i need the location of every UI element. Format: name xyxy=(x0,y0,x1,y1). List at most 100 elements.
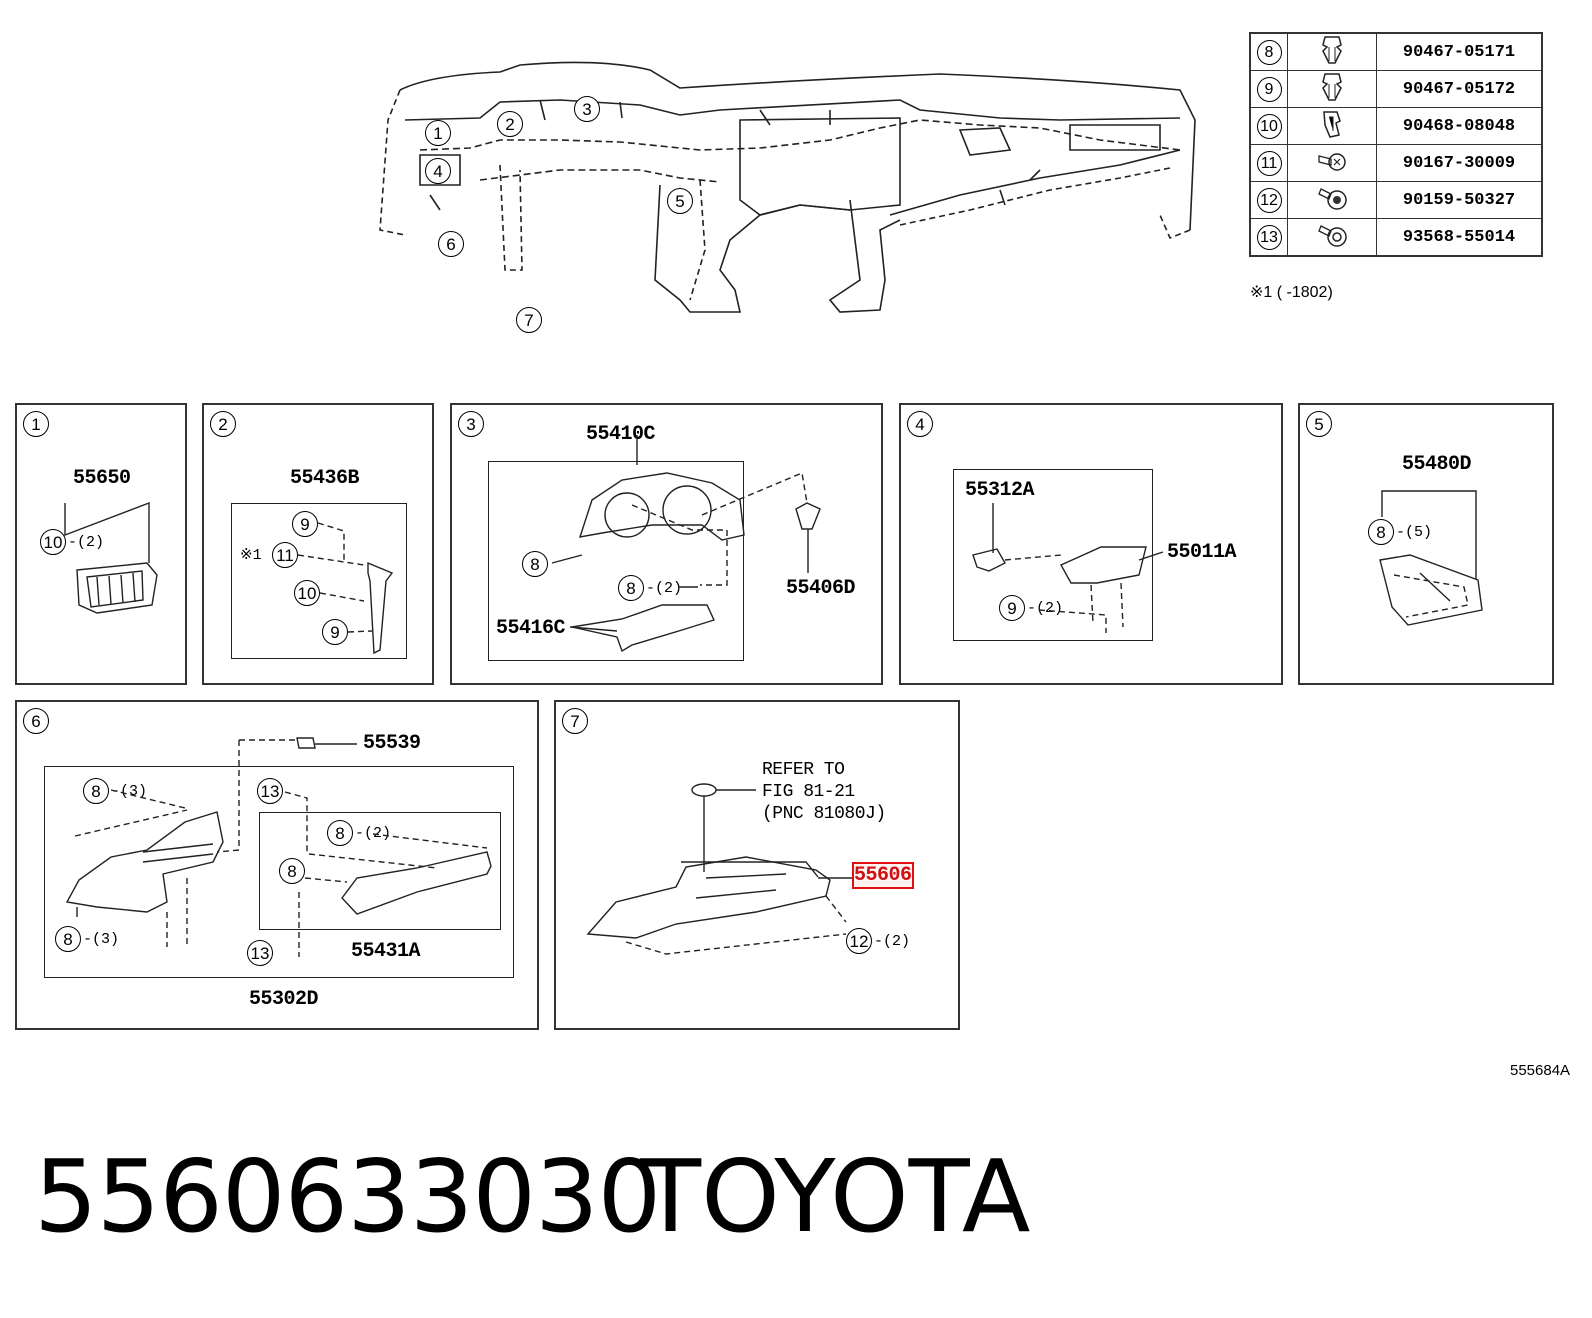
push-clip-icon xyxy=(1322,72,1342,101)
qty: -(3) xyxy=(111,782,148,800)
clip-number: 8 xyxy=(55,926,81,952)
panel-number: 6 xyxy=(23,708,49,734)
panel-1: 1 55650 10 -(2) xyxy=(15,403,187,685)
qty: -(3) xyxy=(83,930,120,948)
clip-number: 12 xyxy=(846,928,872,954)
panel-7: 7 REFER TO FIG 81-21 (PNC 81080J) 55606 … xyxy=(554,700,960,1030)
applicability-note: ※1 ( -1802) xyxy=(1250,284,1333,301)
callout-8[interactable]: 8 xyxy=(522,551,548,577)
table-row: 11 90167-30009 xyxy=(1249,144,1543,182)
bolt-icon xyxy=(1318,187,1347,210)
brand-heading: TOYOTA xyxy=(640,1138,1031,1255)
qty: -(2) xyxy=(1027,599,1064,617)
panel-number: 2 xyxy=(210,411,236,437)
panel-number: 1 xyxy=(23,411,49,437)
panel-4: 4 55312A 55011A 9 -(2) xyxy=(899,403,1283,685)
callout-9[interactable]: 9 xyxy=(292,511,318,537)
illustration-code: 555684A xyxy=(1510,1062,1571,1079)
panel-6: 6 55539 8 -(3) 13 8 -(2) 8 8 -(3) 13 554… xyxy=(15,700,539,1030)
fastener-num[interactable]: 12 xyxy=(1256,187,1282,213)
panel-number: 7 xyxy=(562,708,588,734)
clip-number: 8 xyxy=(618,575,644,601)
refer-line-2: FIG 81-21 xyxy=(762,782,855,802)
overview-callout-7[interactable]: 7 xyxy=(516,307,542,333)
fastener-part-number[interactable]: 93568-55014 xyxy=(1376,218,1543,257)
overview-callout-3[interactable]: 3 xyxy=(574,96,600,122)
assembly-box xyxy=(488,461,744,661)
panel-5: 5 55480D 8 -(5) xyxy=(1298,403,1554,685)
part-label-bottom[interactable]: 55416C xyxy=(496,617,566,640)
fastener-num[interactable]: 10 xyxy=(1256,113,1282,139)
callout-10[interactable]: 10 xyxy=(294,580,320,606)
callout-12-qty[interactable]: 12 -(2) xyxy=(846,928,910,954)
air-vent-drawing xyxy=(64,501,158,614)
part-label-top[interactable]: 55410C xyxy=(586,423,656,446)
table-row: 9 90467-05172 xyxy=(1249,70,1543,108)
qty: -(2) xyxy=(646,579,683,597)
callout-11[interactable]: 11 xyxy=(272,542,298,568)
screw-icon xyxy=(1318,152,1346,171)
panel-5-drawing xyxy=(1379,490,1483,626)
overview-callout-5[interactable]: 5 xyxy=(667,188,693,214)
overview-callout-6[interactable]: 6 xyxy=(438,231,464,257)
part-label-inner[interactable]: 55431A xyxy=(351,940,421,963)
panel-7-drawing xyxy=(586,783,852,955)
inner-assembly-box xyxy=(259,812,501,930)
part-label-a[interactable]: 55312A xyxy=(965,479,1035,502)
panel-4-drawing xyxy=(972,503,1164,633)
part-label-highlighted[interactable]: 55606 xyxy=(852,862,914,889)
table-row: 13 93568-55014 xyxy=(1249,218,1543,257)
panel-6-drawing xyxy=(65,737,492,957)
fastener-part-number[interactable]: 90468-08048 xyxy=(1376,107,1543,145)
callout-8-qty[interactable]: 8 -(5) xyxy=(1368,519,1432,545)
part-label[interactable]: 55480D xyxy=(1402,453,1472,476)
callout-8-qty[interactable]: 8 -(2) xyxy=(618,575,682,601)
clip-number: 8 xyxy=(327,820,353,846)
fastener-num[interactable]: 11 xyxy=(1256,150,1282,176)
bolt-icon xyxy=(1318,224,1347,247)
fastener-part-number[interactable]: 90159-50327 xyxy=(1376,181,1543,219)
part-label-clip[interactable]: 55406D xyxy=(786,577,856,600)
clip-number: 8 xyxy=(1368,519,1394,545)
fastener-part-number[interactable]: 90167-30009 xyxy=(1376,144,1543,182)
callout-9b[interactable]: 9 xyxy=(322,619,348,645)
clip-number: 10 xyxy=(40,529,66,555)
part-label-b[interactable]: 55011A xyxy=(1167,541,1237,564)
fastener-part-number[interactable]: 90467-05171 xyxy=(1376,32,1543,71)
part-label[interactable]: 55650 xyxy=(73,467,131,490)
part-label[interactable]: 55436B xyxy=(290,467,360,490)
fastener-table: 8 90467-05171 9 90467-05172 10 90468-080… xyxy=(1249,32,1543,257)
callout-8d-qty[interactable]: 8 -(3) xyxy=(55,926,119,952)
qty: -(2) xyxy=(874,932,911,950)
callout-8a-qty[interactable]: 8 -(3) xyxy=(83,778,147,804)
fastener-num[interactable]: 9 xyxy=(1256,76,1282,102)
panel-3: 3 55410C 8 8 -(2) 55406D 55416C xyxy=(450,403,883,685)
fastener-num[interactable]: 8 xyxy=(1256,39,1282,65)
table-row: 12 90159-50327 xyxy=(1249,181,1543,219)
part-label-outer[interactable]: 55302D xyxy=(249,988,319,1011)
refer-line-3: (PNC 81080J) xyxy=(762,804,886,824)
clip-callout[interactable]: 10 -(2) xyxy=(40,529,104,555)
clip-number: 9 xyxy=(999,595,1025,621)
outer-assembly-box xyxy=(44,766,514,978)
overview-callout-2[interactable]: 2 xyxy=(497,111,523,137)
panel-number: 4 xyxy=(907,411,933,437)
callout-8c[interactable]: 8 xyxy=(279,858,305,884)
push-clip-icon xyxy=(1322,35,1342,64)
assembly-box xyxy=(231,503,407,659)
qty: -(2) xyxy=(68,533,105,551)
part-number-heading: 5560633030 xyxy=(34,1138,661,1255)
qty: -(5) xyxy=(1396,523,1433,541)
overview-callout-4[interactable]: 4 xyxy=(425,158,451,184)
callout-9-qty[interactable]: 9 -(2) xyxy=(999,595,1063,621)
part-label-clip[interactable]: 55539 xyxy=(363,732,421,755)
fastener-num[interactable]: 13 xyxy=(1256,224,1282,250)
overview-callout-1[interactable]: 1 xyxy=(425,120,451,146)
clip-icon xyxy=(1323,110,1341,138)
callout-13b[interactable]: 13 xyxy=(247,940,273,966)
callout-8b-qty[interactable]: 8 -(2) xyxy=(327,820,391,846)
fastener-part-number[interactable]: 90467-05172 xyxy=(1376,70,1543,108)
table-row: 8 90467-05171 xyxy=(1249,32,1543,71)
callout-13[interactable]: 13 xyxy=(257,778,283,804)
